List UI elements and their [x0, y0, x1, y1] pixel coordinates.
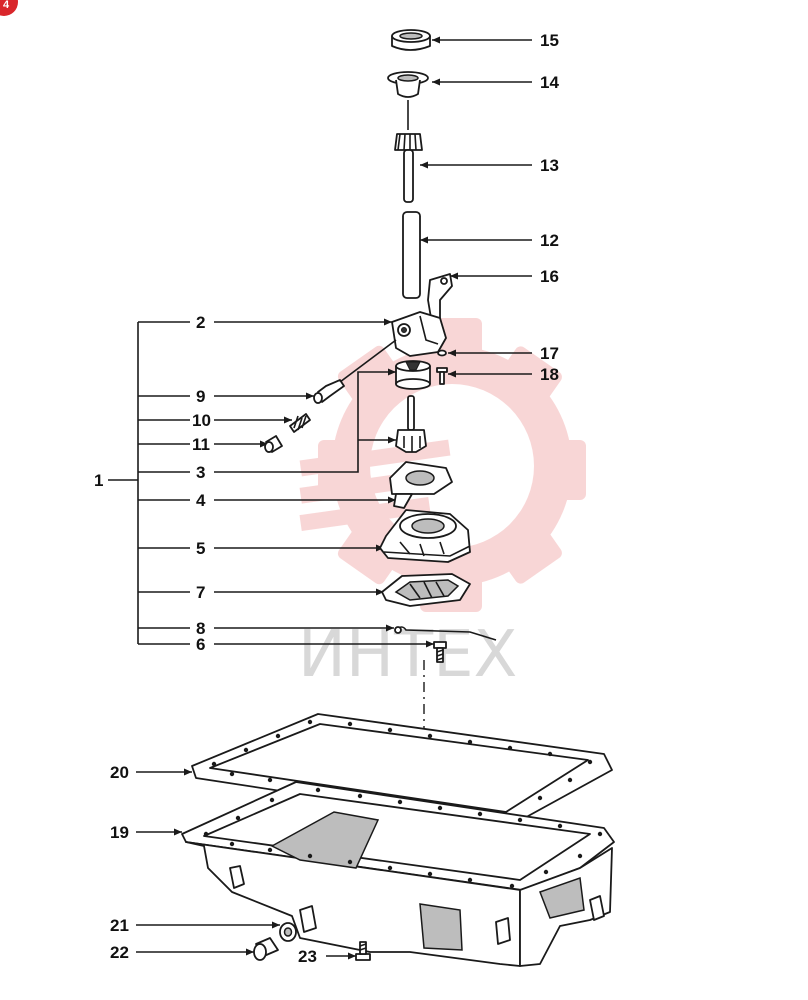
callout-5: 5 [196, 539, 205, 558]
part-13-gear-shaft [394, 133, 423, 203]
callout-21: 21 [110, 916, 129, 935]
badge-label: 4 [3, 0, 10, 11]
callout-9: 9 [196, 387, 205, 406]
corner-badge[interactable]: 4 [0, 0, 18, 16]
part-5-housing [379, 509, 471, 563]
callout-1: 1 [94, 471, 103, 490]
part-19-oil-pan [181, 781, 615, 967]
callout-3: 3 [196, 463, 205, 482]
group-bracket-1 [108, 321, 190, 645]
part-8-clip [394, 626, 497, 641]
watermark-text: ИНТЕХ [298, 618, 517, 692]
callout-20: 20 [110, 763, 129, 782]
part-16-bracket [427, 273, 453, 325]
callout-19: 19 [110, 823, 129, 842]
part-15-cap [391, 29, 431, 51]
part-20-pan-gasket [191, 713, 613, 827]
leader-lines [136, 39, 532, 957]
part-4-cover-plate [389, 461, 453, 509]
part-14-bushing [387, 71, 429, 98]
callout-2: 2 [196, 313, 205, 332]
part-21-washer [279, 922, 297, 942]
part-9-relief-valve [313, 379, 345, 404]
callout-12: 12 [540, 231, 559, 250]
part-10-spring [289, 413, 311, 433]
part-18-screw [436, 367, 448, 385]
part-7-strainer [381, 573, 471, 607]
part-3-rotor [395, 360, 431, 390]
callout-23: 23 [298, 947, 317, 966]
part-6-bolt [433, 641, 447, 663]
watermark-gear-logo [299, 318, 586, 612]
leader-arrowheads [174, 36, 458, 960]
callout-10: 10 [192, 411, 211, 430]
callout-14: 14 [540, 73, 559, 92]
callout-18: 18 [540, 365, 559, 384]
callout-6: 6 [196, 635, 205, 654]
part-3-inner-rotor [395, 395, 427, 453]
part-2-pump-body [339, 311, 447, 383]
callout-11: 11 [192, 435, 210, 454]
callout-4: 4 [196, 491, 206, 510]
callout-17: 17 [540, 344, 559, 363]
part-23-bolt [355, 941, 371, 961]
part-22-drain-plug [253, 937, 279, 961]
callout-16: 16 [540, 267, 559, 286]
part-12-shaft [402, 211, 421, 299]
callout-15: 15 [540, 31, 559, 50]
callout-22: 22 [110, 943, 129, 962]
callout-7: 7 [196, 583, 205, 602]
part-17-washer [437, 349, 447, 357]
part-11-plug [264, 435, 283, 453]
callout-13: 13 [540, 156, 559, 175]
callout-8: 8 [196, 619, 205, 638]
callout-labels: 15 14 13 12 16 17 18 2 9 10 11 3 4 5 7 8… [94, 31, 559, 966]
